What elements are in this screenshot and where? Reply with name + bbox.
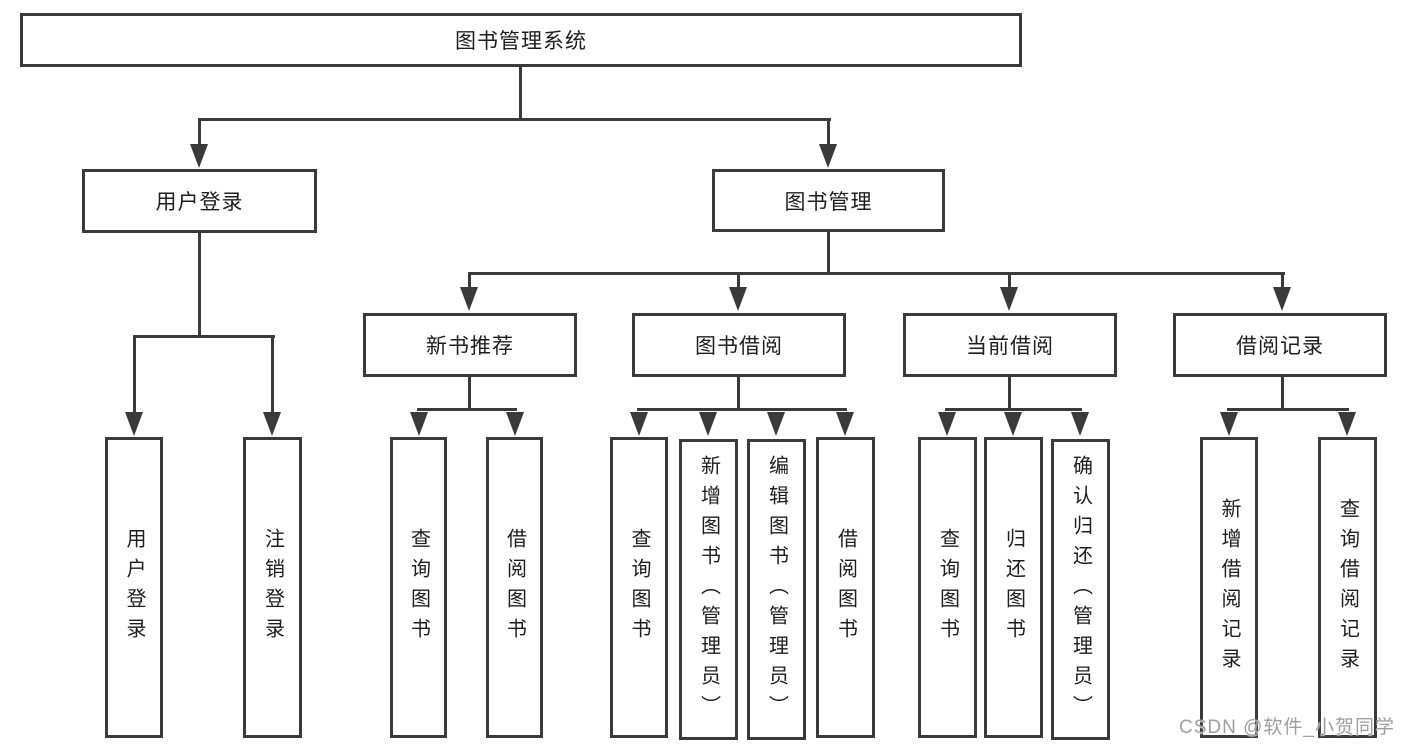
connector-new-book-stem — [468, 376, 471, 410]
connector-stub-leaf-user-login — [133, 336, 136, 414]
arrow-down-icon — [767, 412, 785, 436]
connector-stub-current-borrow — [1008, 273, 1011, 289]
arrow-down-icon — [836, 412, 854, 436]
arrow-down-icon — [938, 412, 956, 436]
connector-root-stem — [519, 66, 522, 120]
leaf-current-return-books: 归还图书 — [984, 437, 1043, 738]
connector-new-book-rail — [417, 408, 517, 411]
leaf-borrow-query-books: 查询图书 — [610, 437, 668, 738]
arrow-down-icon — [125, 412, 143, 436]
leaf-current-query-books: 查询图书 — [918, 437, 977, 738]
connector-stub-book-borrow — [737, 273, 740, 289]
leaf-logout: 注销登录 — [243, 437, 302, 738]
leaf-records-add-record: 新增借阅记录 — [1200, 437, 1258, 738]
connector-book-management-stem — [827, 231, 830, 274]
leaf-borrow-borrow-books: 借阅图书 — [816, 437, 875, 738]
connector-book-borrow-rail — [637, 408, 847, 411]
node-user-login: 用户登录 — [82, 169, 317, 233]
arrow-down-icon — [190, 144, 208, 168]
connector-stub-user-login — [198, 119, 201, 147]
leaf-user-login: 用户登录 — [105, 437, 163, 738]
arrow-down-icon — [1000, 287, 1018, 311]
connector-user-login-rail — [133, 335, 275, 338]
arrow-down-icon — [699, 412, 717, 436]
connector-borrow-records-stem — [1281, 376, 1284, 410]
arrow-down-icon — [729, 287, 747, 311]
arrow-down-icon — [819, 144, 837, 168]
leaf-borrow-edit-books-admin: 编辑图书（管理员） — [747, 439, 806, 740]
node-book-management: 图书管理 — [712, 169, 945, 232]
leaf-borrow-add-books-admin: 新增图书（管理员） — [679, 439, 738, 740]
arrow-down-icon — [263, 412, 281, 436]
connector-stub-new-book — [468, 273, 471, 289]
leaf-records-query-record: 查询借阅记录 — [1318, 437, 1377, 738]
connector-book-borrow-stem — [737, 376, 740, 410]
arrow-down-icon — [506, 412, 524, 436]
node-book-borrow: 图书借阅 — [632, 313, 846, 377]
arrow-down-icon — [1004, 412, 1022, 436]
connector-stub-book-management — [827, 119, 830, 147]
node-library-system: 图书管理系统 — [20, 13, 1022, 67]
connector-current-borrow-rail — [945, 408, 1082, 411]
leaf-newbook-query-books: 查询图书 — [390, 437, 447, 738]
arrow-down-icon — [1071, 412, 1089, 436]
arrow-down-icon — [460, 287, 478, 311]
connector-book-management-rail — [468, 272, 1285, 275]
arrow-down-icon — [630, 412, 648, 436]
leaf-newbook-borrow-books: 借阅图书 — [486, 437, 543, 738]
arrow-down-icon — [1338, 412, 1356, 436]
connector-user-login-stem — [198, 232, 201, 337]
arrow-down-icon — [1220, 412, 1238, 436]
leaf-current-confirm-return-admin: 确认归还（管理员） — [1051, 439, 1110, 740]
connector-root-rail — [198, 118, 831, 121]
node-borrow-records: 借阅记录 — [1173, 313, 1387, 377]
connector-stub-leaf-logout — [271, 336, 274, 414]
connector-borrow-records-rail — [1227, 408, 1349, 411]
csdn-watermark: CSDN @软件_小贺同学 — [1179, 717, 1395, 738]
arrow-down-icon — [1273, 287, 1291, 311]
connector-stub-borrow-records — [1281, 273, 1284, 289]
node-new-book-recommend: 新书推荐 — [363, 313, 577, 377]
node-current-borrow: 当前借阅 — [903, 313, 1117, 377]
arrow-down-icon — [410, 412, 428, 436]
connector-current-borrow-stem — [1008, 376, 1011, 410]
